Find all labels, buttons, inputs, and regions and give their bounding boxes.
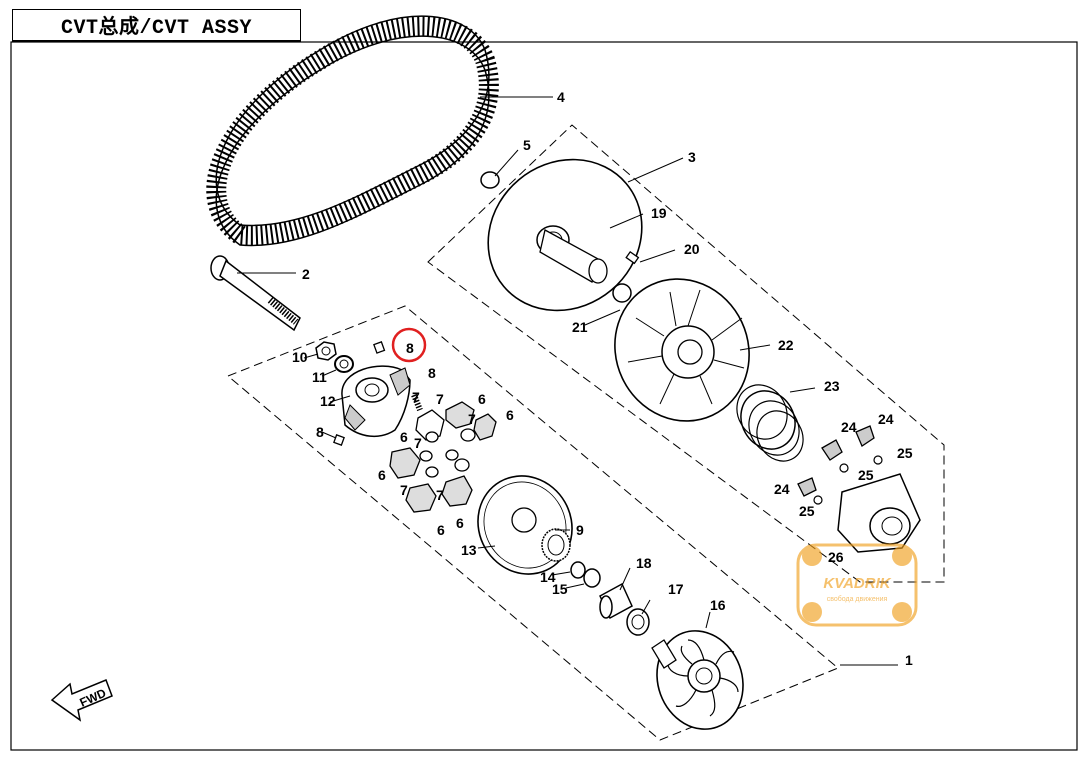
watermark-brand: KVADRIK (823, 575, 891, 592)
callout-7: 7 (414, 435, 422, 451)
callout-7: 7 (436, 487, 444, 503)
callout-21: 21 (572, 319, 588, 335)
callout-20: 20 (684, 241, 700, 257)
washer-15 (583, 568, 601, 588)
circlip-5 (480, 171, 500, 189)
helix-26 (837, 473, 921, 553)
drive-clutch-outline (227, 305, 839, 741)
diagram-frame (10, 41, 1078, 751)
callout-25: 25 (897, 445, 913, 461)
callout-24: 24 (878, 411, 894, 427)
callout-8: 8 (428, 365, 436, 381)
callout-26: 26 (828, 549, 844, 565)
callout-4: 4 (557, 89, 565, 105)
fwd-arrow-icon: FWD (50, 679, 113, 722)
bushing-18 (599, 582, 633, 620)
callout-6: 6 (478, 391, 486, 407)
title-box: CVT总成/CVT ASSY (12, 9, 301, 42)
callout-7: 7 (400, 482, 408, 498)
callout-14: 14 (540, 569, 556, 585)
callout-6: 6 (437, 522, 445, 538)
callout-18: 18 (636, 555, 652, 571)
callout-24: 24 (841, 419, 857, 435)
key-20 (625, 250, 640, 265)
small-part-8b (333, 434, 345, 446)
screws-25 (813, 455, 883, 505)
callout-12: 12 (320, 393, 336, 409)
callout-6: 6 (400, 429, 408, 445)
callout-9: 9 (576, 522, 584, 538)
small-part-8a (373, 341, 386, 354)
spring-23 (736, 384, 804, 462)
callout-6: 6 (456, 515, 464, 531)
drive-belt (206, 15, 499, 247)
spider-12 (341, 365, 411, 437)
callout-11: 11 (312, 369, 327, 385)
callout-17: 17 (668, 581, 684, 597)
fixed-sheave-16 (651, 630, 744, 730)
spring-8 (411, 393, 423, 412)
callout-25: 25 (858, 467, 874, 483)
callout-7: 7 (436, 391, 444, 407)
washer-11 (334, 355, 354, 373)
callout-24: 24 (774, 481, 790, 497)
center-bolt (210, 255, 301, 332)
callout-5: 5 (523, 137, 531, 153)
callout-19: 19 (651, 205, 667, 221)
callout-6: 6 (378, 467, 386, 483)
spring-9 (541, 528, 571, 562)
callout-25: 25 (799, 503, 815, 519)
nut-10 (315, 341, 337, 361)
washer-14 (570, 561, 586, 579)
cam-buttons-24 (797, 425, 875, 497)
driven-clutch-outline (427, 124, 945, 583)
driven-sheave-3 (487, 158, 643, 312)
driven-moveable-sheave-22 (614, 278, 750, 422)
callout-7: 7 (412, 389, 420, 405)
highlight-circle (391, 327, 427, 363)
diagram-title: CVT总成/CVT ASSY (60, 17, 253, 40)
kvadrik-watermark: KVADRIK свобода движения (796, 543, 918, 627)
callout-10: 10 (292, 349, 308, 365)
callout-22: 22 (778, 337, 794, 353)
rollers-and-weights (389, 401, 497, 513)
callout-8: 8 (406, 340, 414, 356)
bearing-17 (626, 608, 650, 636)
callout-3: 3 (688, 149, 696, 165)
callout-23: 23 (824, 378, 840, 394)
callout-8: 8 (316, 424, 324, 440)
watermark-tagline: свобода движения (827, 595, 888, 603)
leader-lines (237, 96, 898, 666)
callout-2: 2 (302, 266, 310, 282)
callout-6: 6 (506, 407, 514, 423)
callout-7: 7 (468, 411, 476, 427)
callout-16: 16 (710, 597, 726, 613)
callout-1: 1 (905, 652, 913, 668)
snap-ring-21 (612, 283, 632, 303)
callout-15: 15 (552, 581, 568, 597)
callout-13: 13 (461, 542, 477, 558)
